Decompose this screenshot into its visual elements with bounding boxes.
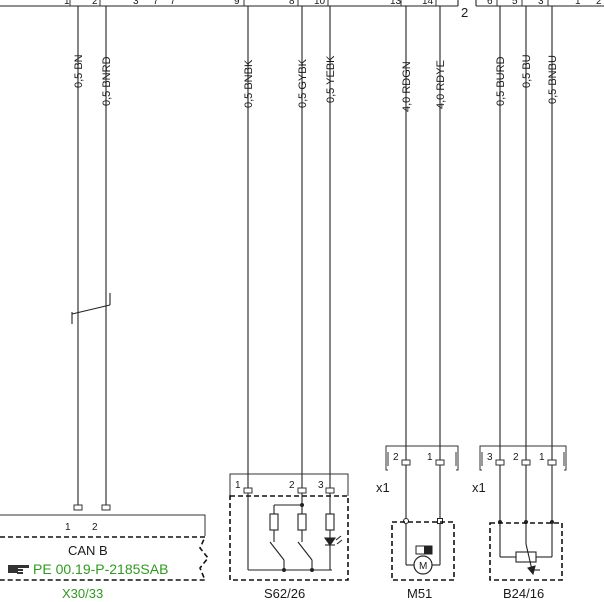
wire-label: 0,5 BNBK [243,59,255,108]
wire-label: 0,5 YEBK [325,55,337,103]
top-connector: 1 2 3 7 7 9 8 10 13 14 6 5 3 1 2 2 [0,0,604,20]
wire-label: 0,5 BNRD [101,56,113,106]
top-pin: 2 [92,0,98,7]
wire-bnbu[interactable]: 0,5 BNBU [547,6,559,460]
top-pin: 10 [314,0,326,7]
wire-bnbk[interactable]: 0,5 BNBK [243,6,255,488]
top-pin: 13 [390,0,402,7]
pin-label: 2 [289,480,295,491]
top-pin: 9 [234,0,240,7]
pin-label: 2 [393,452,399,463]
motor-icon [413,555,433,575]
top-pin: 3 [133,0,139,7]
wire-label: 4,0 RDGN [401,61,413,112]
pin-label: 3 [318,480,324,491]
top-pin: 2 [596,0,602,7]
wire-rdye[interactable]: 4,0 RDYE [435,6,447,460]
top-pin: 8 [289,0,295,7]
wire-bu[interactable]: 0,5 BU [521,6,533,460]
top-pin: 14 [422,0,434,7]
wire-label: 4,0 RDYE [435,60,447,109]
connector-label: x1 [472,480,486,495]
top-pin: 7 [170,0,176,7]
connector-label: x1 [376,480,390,495]
wire-bn[interactable]: 0,5 BN [73,6,85,505]
top-pin: 7 [153,0,159,7]
wire-label: 0,5 BN [73,54,85,88]
top-pin: 1 [575,0,581,7]
wire-label: 0,5 BURD [495,56,507,106]
top-connector-label: 2 [461,5,468,20]
wire-label: 0,5 GYBK [297,58,309,108]
component-name: S62/26 [264,586,305,601]
reference-link[interactable]: PE 00.19-P-2185SAB [33,561,168,577]
pin-label: 1 [65,522,71,533]
pin-label: 1 [539,452,545,463]
twisted-pair-symbol [71,293,111,324]
wire-yebk[interactable]: 0,5 YEBK [325,6,337,488]
pointing-hand-icon [8,565,29,574]
component-name: X30/33 [62,586,103,601]
top-pin: 3 [538,0,544,7]
pin-label: 2 [513,452,519,463]
wire-rdgn[interactable]: 4,0 RDGN [401,6,413,460]
can-b-label: CAN B [68,543,108,558]
component-s62-26[interactable]: 1 2 3 [229,473,349,601]
wire-burd[interactable]: 0,5 BURD [495,6,507,460]
pin-label: 3 [487,452,493,463]
pin-label: 1 [235,480,241,491]
top-pin: 6 [487,0,493,7]
component-m51[interactable]: 2 1 x1 M M51 [376,445,459,601]
component-b24-16[interactable]: 3 2 1 x1 B24/16 [472,445,567,601]
wire-label: 0,5 BU [521,54,533,88]
motor-symbol: M [419,561,427,572]
component-name: M51 [407,586,432,601]
wire-label: 0,5 BNBU [547,55,559,104]
top-pin: 1 [64,0,70,7]
wire-gybk[interactable]: 0,5 GYBK [297,6,309,488]
component-x30-33[interactable]: 1 2 CAN B PE 00.19-P-2185SAB X30/33 [0,504,210,601]
pin-label: 1 [427,452,433,463]
component-name: B24/16 [503,586,544,601]
wire-bnrd[interactable]: 0,5 BNRD [101,6,113,505]
pin-label: 2 [92,522,98,533]
top-pin: 5 [512,0,518,7]
